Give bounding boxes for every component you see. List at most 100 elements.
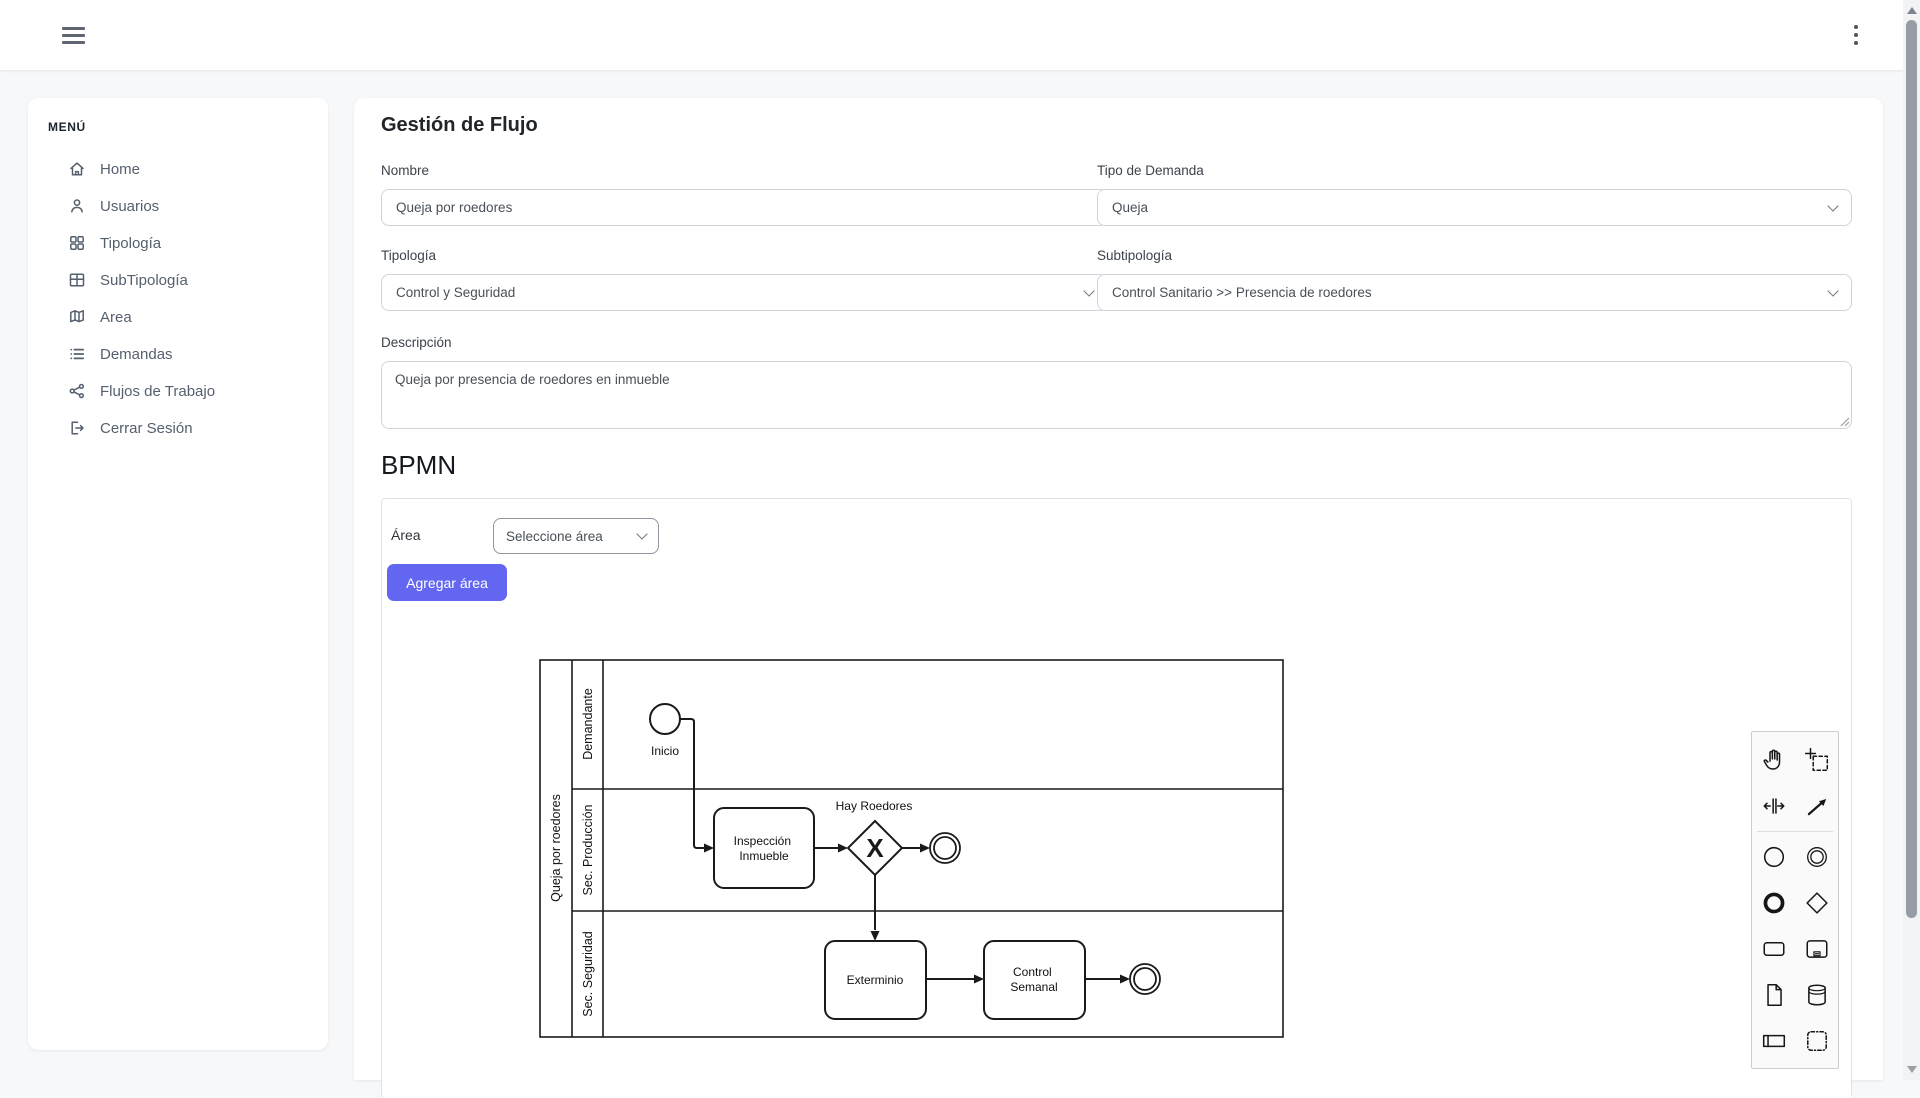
- area-select[interactable]: Seleccione área: [493, 518, 659, 554]
- bpmn-diagram[interactable]: Queja por roedores Demandante Sec. Produ…: [383, 611, 1851, 1098]
- descripcion-textarea[interactable]: Queja por presencia de roedores en inmue…: [381, 361, 1852, 429]
- create-intermediate-event[interactable]: [1795, 834, 1838, 880]
- lane-label-produccion: Sec. Producción: [581, 804, 595, 895]
- grid-icon: [70, 236, 84, 250]
- subtipologia-label: Subtipología: [1097, 248, 1173, 263]
- tipologia-value: Control y Seguridad: [396, 285, 516, 300]
- bpmn-heading: BPMN: [381, 450, 457, 480]
- sidebar-item-label: Usuarios: [100, 197, 160, 215]
- global-connect-tool[interactable]: [1795, 783, 1838, 829]
- sidebar-menu-title: MENÚ: [48, 120, 86, 134]
- participant-icon: [1762, 1034, 1785, 1048]
- gateway-symbol: X: [866, 833, 884, 863]
- main-content-card: Gestión de Flujo Nombre Tipo de Demanda …: [354, 98, 1883, 1098]
- chevron-down-icon: [1827, 284, 1839, 297]
- scrollbar-down-arrow-icon[interactable]: [1907, 1066, 1917, 1073]
- sidebar-item-subtipologia[interactable]: SubTipología: [68, 271, 308, 289]
- start-event-label: Inicio: [651, 744, 679, 758]
- intermediate-event-icon: [1806, 847, 1827, 867]
- sidebar-item-tipologia[interactable]: Tipología: [68, 234, 308, 252]
- create-subprocess[interactable]: [1795, 926, 1838, 972]
- chevron-down-icon: [1827, 199, 1839, 212]
- svg-text:Inspección Inmuebl: Inspección Inmueble: [734, 834, 795, 863]
- scrollbar-thumb[interactable]: [1906, 20, 1917, 918]
- top-header: [0, 0, 1920, 70]
- sidebar-item-label: Area: [100, 308, 132, 326]
- task-inspeccion-node[interactable]: Inspección Inmueble: [713, 807, 815, 889]
- svg-text:Control Semanal: Control Semanal: [1010, 965, 1057, 994]
- tipo-demanda-label: Tipo de Demanda: [1097, 163, 1204, 178]
- lasso-tool[interactable]: [1795, 737, 1838, 783]
- lasso-icon: [1804, 747, 1828, 772]
- create-start-event[interactable]: [1752, 834, 1795, 880]
- area-select-value: Seleccione área: [506, 528, 603, 544]
- bpmn-pool[interactable]: [539, 659, 1284, 1038]
- create-end-event[interactable]: [1752, 880, 1795, 926]
- area-label: Área: [391, 527, 421, 543]
- data-object-icon: [1766, 983, 1782, 1007]
- start-event-node[interactable]: Inicio: [649, 703, 681, 758]
- create-participant[interactable]: [1752, 1018, 1795, 1064]
- space-tool-icon: [1762, 798, 1785, 814]
- data-store-icon: [1807, 984, 1826, 1006]
- subprocess-icon: [1805, 940, 1828, 958]
- space-tool[interactable]: [1752, 783, 1795, 829]
- create-data-object[interactable]: [1752, 972, 1795, 1018]
- logout-icon: [71, 421, 84, 435]
- lane-label-demandante: Demandante: [581, 688, 595, 760]
- hand-icon: [1763, 749, 1780, 770]
- create-data-store[interactable]: [1795, 972, 1838, 1018]
- sidebar-item-home[interactable]: Home: [68, 160, 308, 178]
- map-icon: [70, 310, 84, 323]
- end-event-seguridad-node[interactable]: [1129, 963, 1161, 995]
- chevron-down-icon: [1083, 284, 1095, 297]
- descripcion-label: Descripción: [381, 335, 452, 350]
- group-icon: [1806, 1031, 1827, 1051]
- bpmn-canvas[interactable]: Queja por roedores Demandante Sec. Produ…: [383, 611, 1851, 1098]
- arrowheads: [704, 843, 1130, 984]
- bpmn-palette: [1751, 731, 1839, 1069]
- pool-label: Queja por roedores: [549, 794, 563, 902]
- subtipologia-value: Control Sanitario >> Presencia de roedor…: [1112, 285, 1372, 300]
- sidebar-item-label: Demandas: [100, 345, 173, 363]
- sidebar-item-usuarios[interactable]: Usuarios: [68, 197, 308, 215]
- page-title: Gestión de Flujo: [381, 114, 538, 136]
- svg-text:Exterminio: Exterminio: [847, 973, 904, 987]
- sidebar-item-flujos[interactable]: Flujos de Trabajo: [68, 382, 308, 400]
- sidebar-item-cerrar-sesion[interactable]: Cerrar Sesión: [68, 419, 308, 437]
- task-icon: [1762, 941, 1785, 957]
- lane-label-seguridad: Sec. Seguridad: [581, 931, 595, 1017]
- hand-tool[interactable]: [1752, 737, 1795, 783]
- task-exterminio-node[interactable]: Exterminio: [824, 940, 927, 1020]
- end-event-produccion-node[interactable]: [929, 832, 961, 864]
- sidebar-item-label: Cerrar Sesión: [100, 419, 193, 437]
- more-vertical-icon[interactable]: [1844, 20, 1868, 50]
- nombre-input[interactable]: [381, 189, 1108, 226]
- nombre-label: Nombre: [381, 163, 430, 178]
- gateway-label: Hay Roedores: [836, 799, 913, 813]
- create-task[interactable]: [1752, 926, 1795, 972]
- create-gateway[interactable]: [1795, 880, 1838, 926]
- tipo-demanda-value: Queja: [1112, 200, 1149, 215]
- palette-separator: [1757, 831, 1833, 832]
- page-scrollbar[interactable]: [1903, 0, 1920, 1080]
- subtipologia-select[interactable]: Control Sanitario >> Presencia de roedor…: [1097, 274, 1852, 311]
- sidebar-nav: Home Usuarios Tipología SubTipología Are…: [48, 160, 308, 437]
- sidebar-item-label: Flujos de Trabajo: [100, 382, 216, 400]
- sidebar-item-demandas[interactable]: Demandas: [68, 345, 308, 363]
- task-control-node[interactable]: Control Semanal: [983, 940, 1086, 1020]
- sidebar-item-label: Tipología: [100, 234, 162, 252]
- exclusive-gateway-node[interactable]: X Hay Roedores: [836, 799, 913, 877]
- tipologia-select[interactable]: Control y Seguridad: [381, 274, 1108, 311]
- home-icon: [70, 162, 84, 176]
- tipologia-label: Tipología: [381, 248, 437, 263]
- end-event-icon: [1763, 892, 1784, 914]
- list-icon: [70, 348, 85, 360]
- gateway-icon: [1805, 892, 1828, 914]
- sidebar-item-area[interactable]: Area: [68, 308, 308, 326]
- scrollbar-up-arrow-icon[interactable]: [1907, 7, 1917, 14]
- tipo-demanda-select[interactable]: Queja: [1097, 189, 1852, 226]
- menu-icon[interactable]: [62, 22, 88, 48]
- create-group[interactable]: [1795, 1018, 1838, 1064]
- add-area-button[interactable]: Agregar área: [387, 564, 507, 601]
